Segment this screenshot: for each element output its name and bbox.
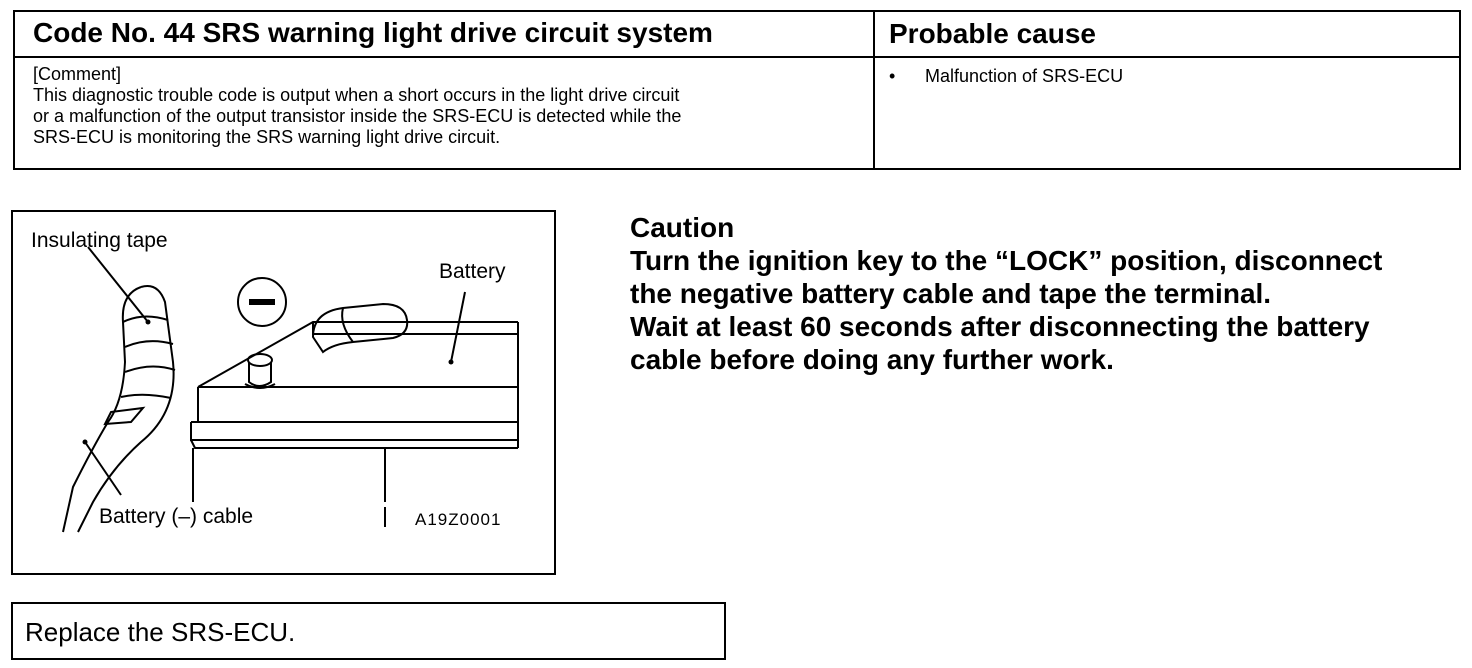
label-battery: Battery [439,260,506,283]
comment-label: [Comment] [33,64,122,84]
caution-line: the negative battery cable and tape the … [630,278,1272,309]
label-battery-cable: Battery (–) cable [99,505,254,528]
comment-cell: [Comment] This diagnostic trouble code i… [15,58,875,168]
caution-line: Turn the ignition key to the “LOCK” posi… [630,245,1383,276]
probable-cause-cell: • Malfunction of SRS-ECU [875,58,1459,168]
battery-drawing [62,246,519,533]
probable-cause-header: Probable cause [875,12,1459,58]
figure-code: A19Z0001 [415,510,502,529]
caution-block: Caution Turn the ignition key to the “LO… [630,211,1470,376]
action-box: Replace the SRS-ECU. [11,602,726,660]
comment-line: SRS-ECU is monitoring the SRS warning li… [33,127,501,147]
bullet-icon: • [889,66,896,86]
cause-item: Malfunction of SRS-ECU [925,66,1124,86]
comment-line: or a malfunction of the output transisto… [33,106,682,126]
caution-line: cable before doing any further work. [630,344,1114,375]
comment-line: This diagnostic trouble code is output w… [33,85,680,105]
battery-illustration: Insulating tape Battery Battery (–) cabl… [11,210,556,575]
caution-title: Caution [630,212,735,243]
caution-line: Wait at least 60 seconds after disconnec… [630,311,1370,342]
code-title: Code No. 44 SRS warning light drive circ… [15,12,875,58]
label-insulating-tape: Insulating tape [31,229,168,252]
diagnostic-code-table: Code No. 44 SRS warning light drive circ… [13,10,1461,170]
minus-icon [249,299,275,305]
